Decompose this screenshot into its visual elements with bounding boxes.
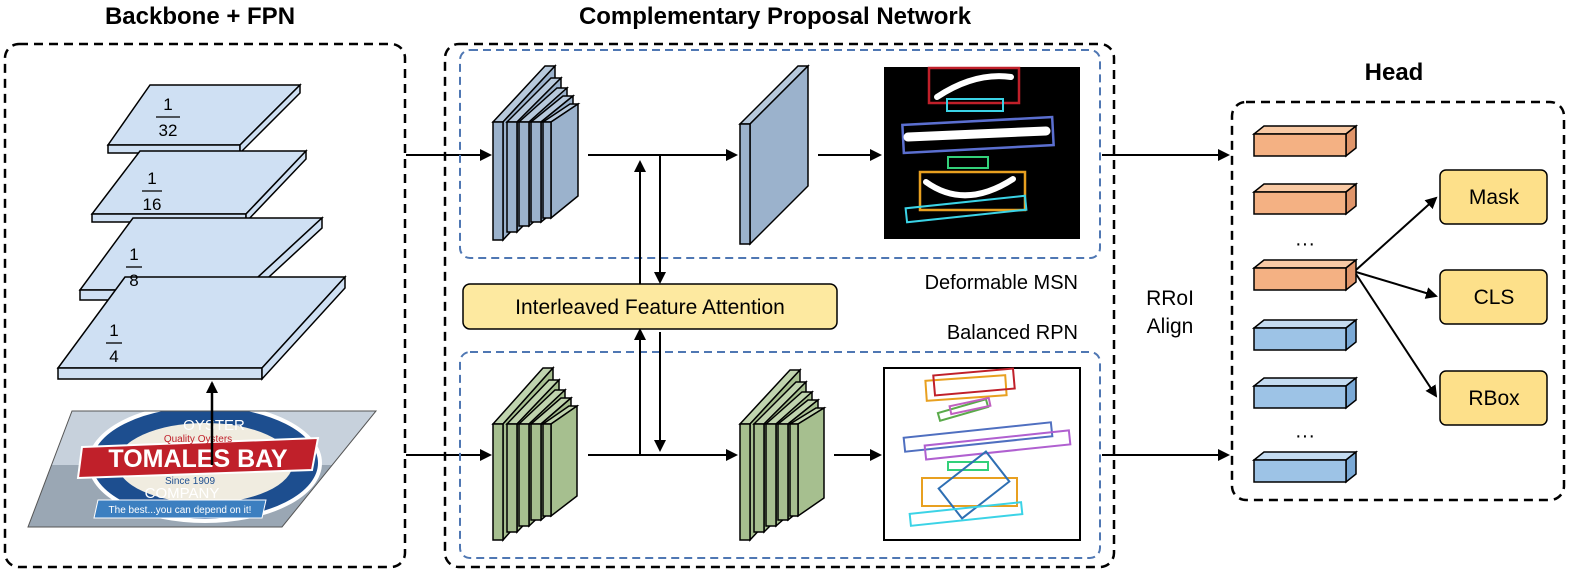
rroi-label-line1: RRoI bbox=[1146, 287, 1194, 310]
cls-box bbox=[1439, 269, 1548, 325]
head-panel bbox=[1230, 100, 1566, 502]
msn-result-mask bbox=[884, 66, 1080, 239]
roi-feature-blue-3 bbox=[1251, 450, 1359, 484]
msn-subpanel bbox=[459, 49, 1101, 259]
rbox-label: RBox bbox=[1468, 387, 1520, 410]
msn-feature-stack bbox=[491, 64, 581, 242]
backbone-title: Backbone + FPN bbox=[105, 3, 295, 30]
head-dots-orange: ··· bbox=[1295, 233, 1315, 255]
input-image: OYSTER Quality Oysters TOMALES BAY Since… bbox=[27, 410, 378, 528]
msn-output-map bbox=[738, 64, 810, 246]
fraction-denominator: 32 bbox=[159, 121, 178, 140]
head-title: Head bbox=[1365, 59, 1424, 86]
fraction-denominator: 8 bbox=[129, 271, 138, 290]
cls-label: CLS bbox=[1474, 286, 1515, 309]
sign-oyster: OYSTER bbox=[183, 417, 245, 434]
cpn-panel bbox=[443, 42, 1116, 569]
feature-to-cls-arrow bbox=[1355, 271, 1438, 299]
rpn-label: Balanced RPN bbox=[947, 322, 1078, 344]
mask-box bbox=[1439, 169, 1548, 225]
head-dots-blue: ··· bbox=[1295, 425, 1315, 447]
attention-box bbox=[462, 283, 838, 330]
fraction-1-32: 1 32 bbox=[156, 95, 180, 140]
fraction-numerator: 1 bbox=[147, 169, 156, 188]
fraction-1-8: 1 8 bbox=[126, 245, 142, 290]
sign-tagline: The best...you can depend on it! bbox=[109, 505, 252, 516]
fraction-denominator: 4 bbox=[109, 347, 118, 366]
rpn-result-boxes bbox=[883, 367, 1081, 541]
sign-since: Since 1909 bbox=[165, 476, 215, 487]
attention-label: Interleaved Feature Attention bbox=[515, 296, 785, 319]
fraction-1-16: 1 16 bbox=[142, 169, 162, 214]
fraction-numerator: 1 bbox=[129, 245, 138, 264]
rpn-output-stack bbox=[738, 368, 827, 542]
backbone-panel bbox=[3, 42, 407, 569]
sign-company: COMPANY bbox=[145, 485, 220, 502]
fraction-numerator: 1 bbox=[109, 321, 118, 340]
msn-label: Deformable MSN bbox=[925, 272, 1078, 294]
rpn-subpanel bbox=[459, 351, 1101, 559]
fraction-denominator: 16 bbox=[143, 195, 162, 214]
rroi-label-line2: Align bbox=[1147, 315, 1194, 338]
sign-banner bbox=[76, 436, 320, 480]
fraction-1-4: 1 4 bbox=[106, 321, 122, 366]
feature-to-mask-arrow bbox=[1355, 196, 1438, 271]
roi-feature-orange-3 bbox=[1251, 258, 1359, 292]
roi-feature-blue-2 bbox=[1251, 376, 1359, 410]
rbox-box bbox=[1439, 370, 1548, 426]
roi-feature-blue-1 bbox=[1251, 318, 1359, 352]
fpn-plane-4 bbox=[56, 275, 347, 381]
feature-to-rbox-arrow bbox=[1355, 273, 1438, 398]
sign-quality: Quality Oysters bbox=[164, 434, 232, 445]
sign-tomales-bay: TOMALES BAY bbox=[108, 445, 288, 473]
mask-label: Mask bbox=[1469, 186, 1520, 209]
roi-feature-orange-1 bbox=[1251, 124, 1359, 158]
cpn-title: Complementary Proposal Network bbox=[579, 3, 972, 30]
fpn-plane-16 bbox=[90, 149, 308, 224]
fraction-numerator: 1 bbox=[163, 95, 172, 114]
fpn-plane-32 bbox=[106, 83, 302, 155]
rpn-feature-stack bbox=[491, 366, 580, 542]
roi-feature-orange-2 bbox=[1251, 182, 1359, 216]
